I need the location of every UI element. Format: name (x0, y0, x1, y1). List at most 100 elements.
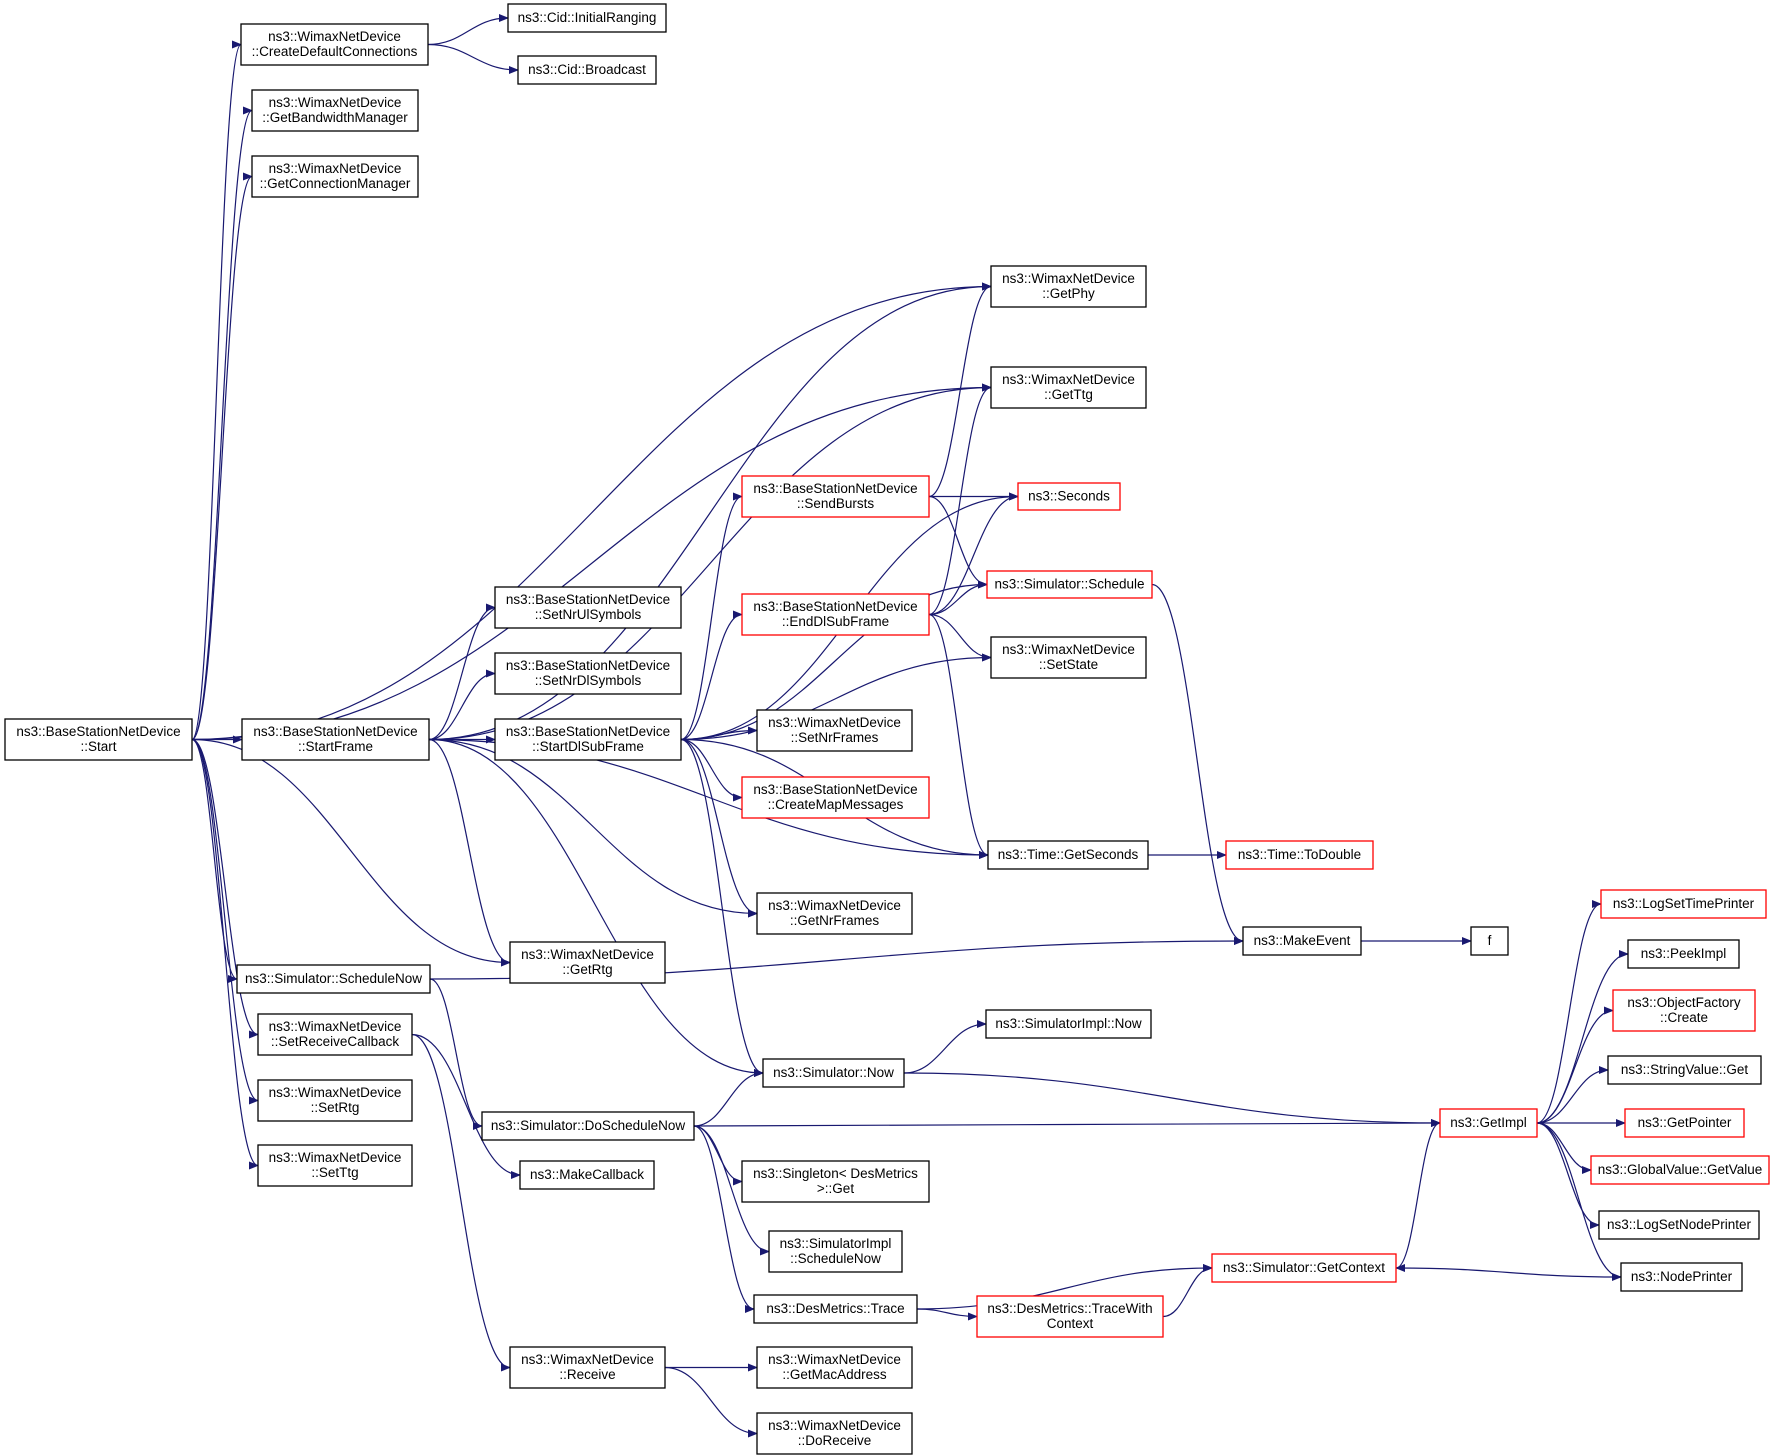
node-schedule-now[interactable]: ns3::Simulator::ScheduleNow (236, 964, 431, 994)
node-object-factory-create[interactable]: ns3::ObjectFactory::Create (1612, 989, 1756, 1032)
node-label: ::Create (1660, 1010, 1708, 1025)
node-box (251, 89, 419, 132)
node-node-printer[interactable]: ns3::NodePrinter (1620, 1262, 1743, 1292)
node-simulator-now[interactable]: ns3::Simulator::Now (762, 1058, 905, 1088)
node-box (741, 475, 930, 518)
node-create-default-connections[interactable]: ns3::WimaxNetDevice::CreateDefaultConnec… (240, 23, 429, 66)
edge-get_impl-to-object_factory_create (1536, 1006, 1614, 1124)
node-box (756, 1346, 913, 1389)
node-set-nr-frames[interactable]: ns3::WimaxNetDevice::SetNrFrames (756, 709, 913, 752)
node-start-dl-subframe[interactable]: ns3::BaseStationNetDevice::StartDlSubFra… (494, 718, 682, 761)
node-label: ::SetNrFrames (791, 730, 879, 745)
node-get-impl[interactable]: ns3::GetImpl (1439, 1108, 1538, 1138)
node-label: ::CreateDefaultConnections (252, 44, 418, 59)
node-time-get-seconds[interactable]: ns3::Time::GetSeconds (987, 840, 1149, 870)
edge-trace_with_context-to-get_context (1162, 1264, 1213, 1318)
node-do-receive[interactable]: ns3::WimaxNetDevice::DoReceive (756, 1412, 913, 1455)
node-label: ns3::MakeCallback (530, 1167, 644, 1182)
node-label: ns3::Simulator::Schedule (994, 576, 1144, 591)
node-label: ::EndDlSubFrame (782, 614, 889, 629)
node-simulator-impl-schedule-now[interactable]: ns3::SimulatorImpl::ScheduleNow (768, 1230, 903, 1273)
node-set-receive-callback[interactable]: ns3::WimaxNetDevice::SetReceiveCallback (257, 1013, 413, 1056)
node-label: ::GetBandwidthManager (262, 110, 408, 125)
node-label: ns3::BaseStationNetDevice (16, 724, 180, 739)
node-label: ns3::Singleton< DesMetrics (753, 1166, 918, 1181)
edge-start_dl_subframe-to-end_dl_subframe (680, 610, 743, 741)
node-box (257, 1144, 413, 1187)
edge-send_bursts-to-get_phy (928, 282, 992, 498)
node-seconds[interactable]: ns3::Seconds (1017, 482, 1121, 511)
node-singleton-get[interactable]: ns3::Singleton< DesMetrics >::Get (741, 1160, 930, 1203)
node-peek-impl[interactable]: ns3::PeekImpl (1627, 939, 1740, 969)
node-label: ns3::BaseStationNetDevice (753, 481, 917, 496)
node-get-ttg[interactable]: ns3::WimaxNetDevice::GetTtg (990, 366, 1147, 409)
edge-get_impl-to-string_value_get (1536, 1066, 1609, 1124)
node-simulator-schedule[interactable]: ns3::Simulator::Schedule (986, 570, 1153, 599)
node-simulator-impl-now[interactable]: ns3::SimulatorImpl::Now (985, 1009, 1152, 1039)
node-time-to-double[interactable]: ns3::Time::ToDouble (1225, 840, 1374, 870)
node-start[interactable]: ns3::BaseStationNetDevice::Start (4, 718, 193, 761)
node-get-pointer[interactable]: ns3::GetPointer (1624, 1108, 1745, 1138)
node-string-value-get[interactable]: ns3::StringValue::Get (1607, 1055, 1762, 1085)
node-label: ns3::WimaxNetDevice (1002, 271, 1135, 286)
node-do-schedule-now[interactable]: ns3::Simulator::DoScheduleNow (481, 1111, 695, 1141)
node-label: ns3::DesMetrics::Trace (766, 1301, 904, 1316)
node-label: ns3::WimaxNetDevice (768, 1418, 901, 1433)
node-box (1627, 939, 1740, 969)
node-start-frame[interactable]: ns3::BaseStationNetDevice::StartFrame (241, 718, 430, 761)
node-global-value-get-value[interactable]: ns3::GlobalValue::GetValue (1590, 1155, 1770, 1185)
node-set-rtg[interactable]: ns3::WimaxNetDevice::SetRtg (257, 1079, 413, 1122)
edge-start_dl_subframe-to-simulator_now (680, 738, 764, 1077)
node-make-callback[interactable]: ns3::MakeCallback (519, 1160, 655, 1190)
node-label: ns3::StringValue::Get (1621, 1062, 1749, 1077)
node-cid-broadcast[interactable]: ns3::Cid::Broadcast (517, 55, 657, 85)
edge-end_dl_subframe-to-simulator_schedule (928, 580, 988, 616)
node-set-nr-ul-symbols[interactable]: ns3::BaseStationNetDevice::SetNrUlSymbol… (494, 586, 682, 629)
node-label: ns3::Time::GetSeconds (998, 847, 1139, 862)
node-send-bursts[interactable]: ns3::BaseStationNetDevice::SendBursts (741, 475, 930, 518)
node-box (990, 265, 1147, 308)
node-get-mac-address[interactable]: ns3::WimaxNetDevice::GetMacAddress (756, 1346, 913, 1389)
edge-start-to-set_receive_callback (191, 738, 259, 1039)
node-des-metrics-trace[interactable]: ns3::DesMetrics::Trace (753, 1294, 918, 1324)
node-cid-initial-ranging[interactable]: ns3::Cid::InitialRanging (507, 3, 667, 33)
edge-get_impl-to-log_set_time_printer (1536, 900, 1602, 1124)
node-get-nr-frames[interactable]: ns3::WimaxNetDevice::GetNrFrames (756, 892, 913, 935)
node-receive[interactable]: ns3::WimaxNetDevice::Receive (509, 1346, 666, 1389)
edge-start_frame-to-get_nr_frames (428, 738, 758, 918)
node-get-connection-manager[interactable]: ns3::WimaxNetDevice::GetConnectionManage… (251, 155, 419, 198)
node-box (1590, 1155, 1770, 1185)
node-label: ns3::WimaxNetDevice (1002, 642, 1135, 657)
node-log-set-node-printer[interactable]: ns3::LogSetNodePrinter (1598, 1210, 1760, 1240)
node-f[interactable]: f (1470, 926, 1509, 956)
node-end-dl-subframe[interactable]: ns3::BaseStationNetDevice::EndDlSubFrame (741, 593, 930, 636)
node-box (741, 776, 930, 819)
node-box (768, 1230, 903, 1273)
node-box (1620, 1262, 1743, 1292)
node-label: ::SetRtg (311, 1100, 360, 1115)
node-label: ns3::WimaxNetDevice (768, 715, 901, 730)
node-log-set-time-printer[interactable]: ns3::LogSetTimePrinter (1600, 889, 1767, 919)
node-label: ns3::BaseStationNetDevice (753, 599, 917, 614)
node-get-context[interactable]: ns3::Simulator::GetContext (1211, 1253, 1397, 1283)
node-make-event[interactable]: ns3::MakeEvent (1242, 926, 1362, 956)
node-box (986, 570, 1153, 599)
node-box (1225, 840, 1374, 870)
node-get-phy[interactable]: ns3::WimaxNetDevice::GetPhy (990, 265, 1147, 308)
node-get-rtg[interactable]: ns3::WimaxNetDevice::GetRtg (509, 941, 666, 984)
node-set-ttg[interactable]: ns3::WimaxNetDevice::SetTtg (257, 1144, 413, 1187)
node-set-state[interactable]: ns3::WimaxNetDevice::SetState (990, 636, 1147, 679)
node-box (257, 1079, 413, 1122)
node-label: ns3::WimaxNetDevice (521, 1352, 654, 1367)
node-box (519, 1160, 655, 1190)
node-create-map-messages[interactable]: ns3::BaseStationNetDevice::CreateMapMess… (741, 776, 930, 819)
node-label: ::GetNrFrames (790, 913, 880, 928)
node-box (257, 1013, 413, 1056)
node-set-nr-dl-symbols[interactable]: ns3::BaseStationNetDevice::SetNrDlSymbol… (494, 652, 682, 695)
node-label: ns3::GetImpl (1450, 1115, 1527, 1130)
node-get-bandwidth-manager[interactable]: ns3::WimaxNetDevice::GetBandwidthManager (251, 89, 419, 132)
edge-simulator_schedule-to-make_event (1151, 583, 1244, 945)
edge-start_dl_subframe-to-set_state (680, 653, 992, 741)
node-label: ns3::Simulator::DoScheduleNow (491, 1118, 686, 1133)
